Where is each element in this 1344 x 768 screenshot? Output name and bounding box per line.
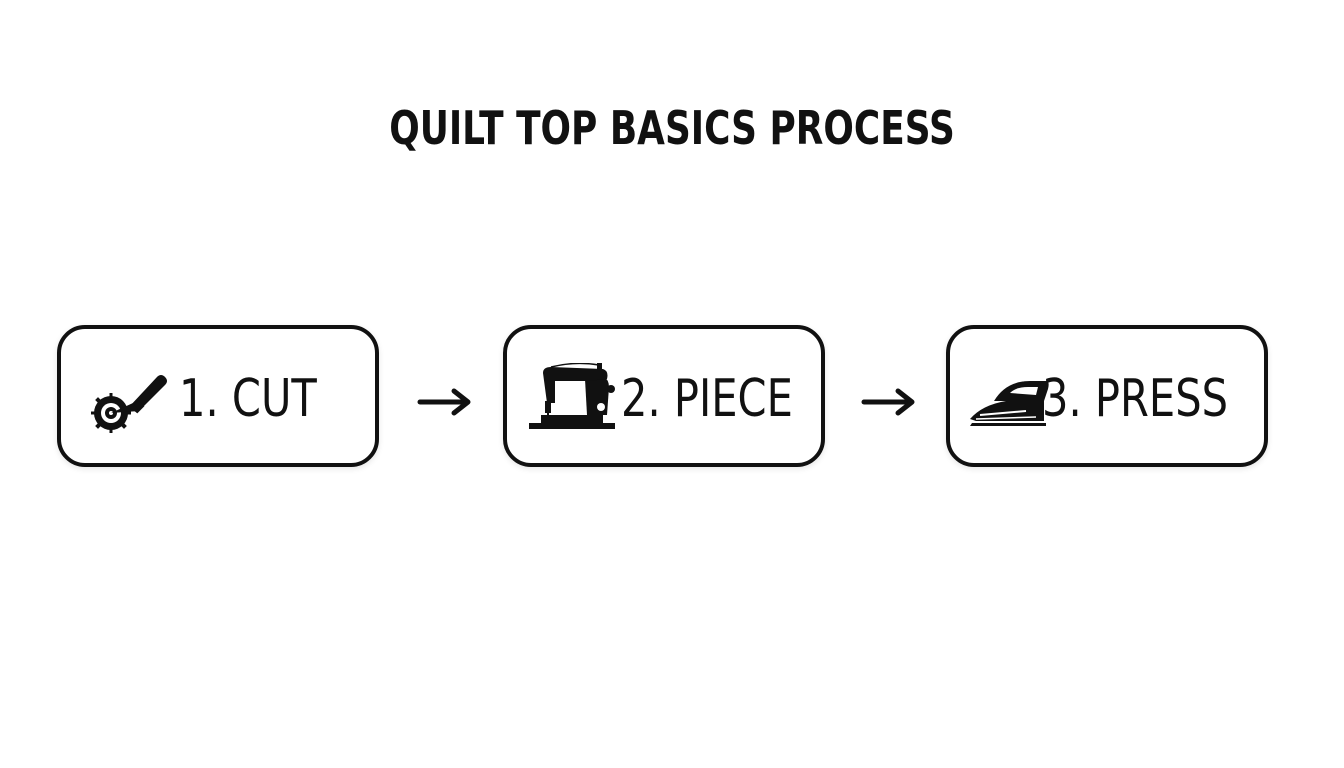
arrow-right-icon [417, 388, 471, 416]
sewing-machine-icon [529, 363, 615, 429]
step-press-box: 3. PRESS [946, 325, 1268, 467]
arrow-right-icon [861, 388, 915, 416]
step-piece-box: 2. PIECE [503, 325, 825, 467]
rotary-cutter-icon [91, 375, 167, 433]
step-cut-label: 1. CUT [179, 369, 317, 429]
step-piece-label: 2. PIECE [621, 369, 793, 429]
iron-icon [970, 381, 1049, 426]
diagram-title: QUILT TOP BASICS PROCESS [389, 101, 955, 155]
step-cut-box: 1. CUT [57, 325, 379, 467]
step-press-label: 3. PRESS [1042, 369, 1229, 429]
